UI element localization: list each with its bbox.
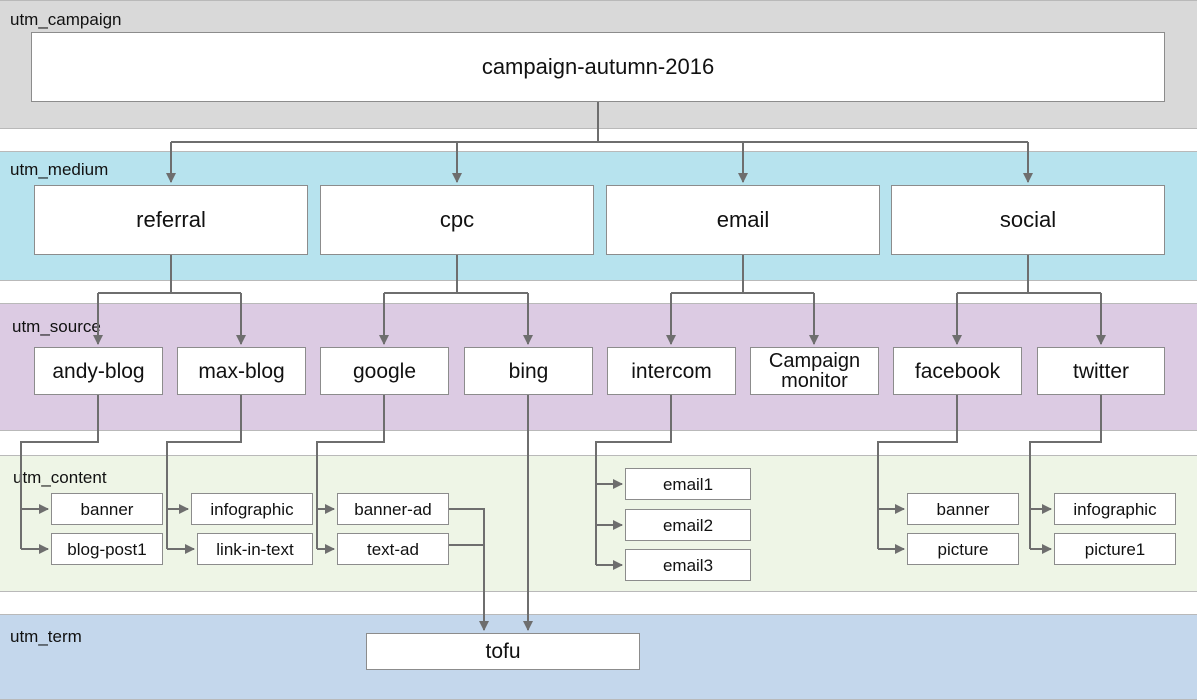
content-node-label: banner bbox=[80, 499, 134, 519]
content-node-picture1: picture1 bbox=[1054, 533, 1176, 565]
source-node-campaign-monitor: Campaign monitor bbox=[750, 347, 879, 395]
content-node-label: picture bbox=[937, 539, 989, 559]
source-node-label: Campaign monitor bbox=[768, 350, 861, 392]
content-node-label: banner-ad bbox=[354, 499, 432, 519]
source-node-max-blog: max-blog bbox=[177, 347, 306, 395]
content-node-label: email1 bbox=[662, 474, 714, 494]
medium-node-label: social bbox=[999, 207, 1057, 232]
medium-node-cpc: cpc bbox=[320, 185, 594, 255]
source-node-label: google bbox=[352, 359, 417, 383]
medium-node-referral: referral bbox=[34, 185, 308, 255]
source-node-label: intercom bbox=[631, 359, 712, 383]
content-node-email2: email2 bbox=[625, 509, 751, 541]
content-node-label: infographic bbox=[210, 499, 294, 519]
term-level-label: utm_term bbox=[10, 627, 82, 646]
source-node-label: facebook bbox=[914, 359, 1001, 383]
content-node-label: blog-post1 bbox=[67, 539, 147, 559]
term-node-label: tofu bbox=[485, 640, 521, 663]
medium-level-label: utm_medium bbox=[10, 160, 109, 179]
medium-node-email: email bbox=[606, 185, 880, 255]
medium-node-label: referral bbox=[136, 207, 206, 232]
content-node-label: link-in-text bbox=[216, 539, 294, 559]
content-node-infographic: infographic bbox=[191, 493, 313, 525]
content-node-label: picture1 bbox=[1084, 539, 1146, 559]
source-node-twitter: twitter bbox=[1037, 347, 1165, 395]
campaign-node: campaign-autumn-2016 bbox=[31, 32, 1165, 102]
source-node-bing: bing bbox=[464, 347, 593, 395]
content-node-banner: banner bbox=[907, 493, 1019, 525]
source-node-facebook: facebook bbox=[893, 347, 1022, 395]
content-node-label: banner bbox=[936, 499, 990, 519]
medium-node-social: social bbox=[891, 185, 1165, 255]
content-node-blog-post1: blog-post1 bbox=[51, 533, 163, 565]
source-level-label: utm_source bbox=[12, 317, 101, 336]
content-node-email3: email3 bbox=[625, 549, 751, 581]
source-node-google: google bbox=[320, 347, 449, 395]
medium-node-label: cpc bbox=[439, 207, 475, 232]
content-node-label: text-ad bbox=[367, 539, 419, 559]
content-node-banner-ad: banner-ad bbox=[337, 493, 449, 525]
source-node-intercom: intercom bbox=[607, 347, 736, 395]
content-node-banner: banner bbox=[51, 493, 163, 525]
content-node-infographic: infographic bbox=[1054, 493, 1176, 525]
term-node: tofu bbox=[366, 633, 640, 670]
campaign-level-label: utm_campaign bbox=[10, 10, 122, 29]
campaign-node-label: campaign-autumn-2016 bbox=[481, 54, 715, 79]
content-node-picture: picture bbox=[907, 533, 1019, 565]
content-node-link-in-text: link-in-text bbox=[197, 533, 313, 565]
source-node-label: max-blog bbox=[198, 359, 285, 383]
content-node-text-ad: text-ad bbox=[337, 533, 449, 565]
content-node-label: infographic bbox=[1073, 499, 1157, 519]
content-level-label: utm_content bbox=[13, 468, 107, 487]
source-node-andy-blog: andy-blog bbox=[34, 347, 163, 395]
content-node-label: email3 bbox=[662, 555, 714, 575]
source-node-label: bing bbox=[508, 359, 549, 383]
content-node-label: email2 bbox=[662, 515, 714, 535]
content-node-email1: email1 bbox=[625, 468, 751, 500]
source-node-label: twitter bbox=[1072, 359, 1129, 383]
medium-node-label: email bbox=[716, 207, 770, 232]
source-node-label: andy-blog bbox=[52, 359, 145, 383]
